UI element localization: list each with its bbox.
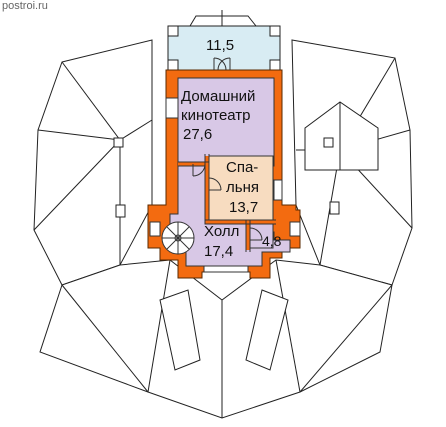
home-theater-name-line1: Домашний [181, 88, 256, 105]
hall-name-label: Холл [204, 223, 240, 240]
roof-valley-right [245, 289, 289, 371]
bedroom-name-line2: льня [226, 179, 259, 196]
roof-bottom [39, 259, 393, 419]
window [203, 265, 249, 273]
home-theater-area-label: 27,6 [183, 126, 213, 143]
roof-top-gable [189, 15, 258, 27]
watermark: postroi.ru [2, 0, 48, 12]
window [165, 97, 179, 119]
bathroom-area-label: 4,8 [262, 233, 282, 249]
home-theater-room [177, 77, 275, 167]
window [149, 221, 161, 237]
window [289, 221, 301, 237]
roof-left [33, 39, 153, 286]
hall-area-label: 17,4 [204, 243, 234, 260]
balcony-post [269, 59, 281, 71]
window [273, 179, 283, 201]
roof-window [329, 201, 340, 215]
balcony-post [167, 25, 179, 37]
roof-window [323, 137, 334, 148]
roof-valley-left [159, 289, 201, 371]
bedroom-area-label: 13,7 [229, 199, 259, 216]
balcony-post [269, 25, 281, 37]
bedroom-name-line1: Спа- [226, 159, 259, 176]
roof-window [113, 137, 124, 148]
balcony-area-label: 11,5 [206, 37, 235, 54]
roof-window [115, 204, 126, 218]
roof-dormer-right [304, 101, 379, 171]
balcony-post [167, 59, 179, 71]
home-theater-name-line2: кинотеатр [181, 107, 251, 124]
spiral-staircase [161, 221, 195, 255]
